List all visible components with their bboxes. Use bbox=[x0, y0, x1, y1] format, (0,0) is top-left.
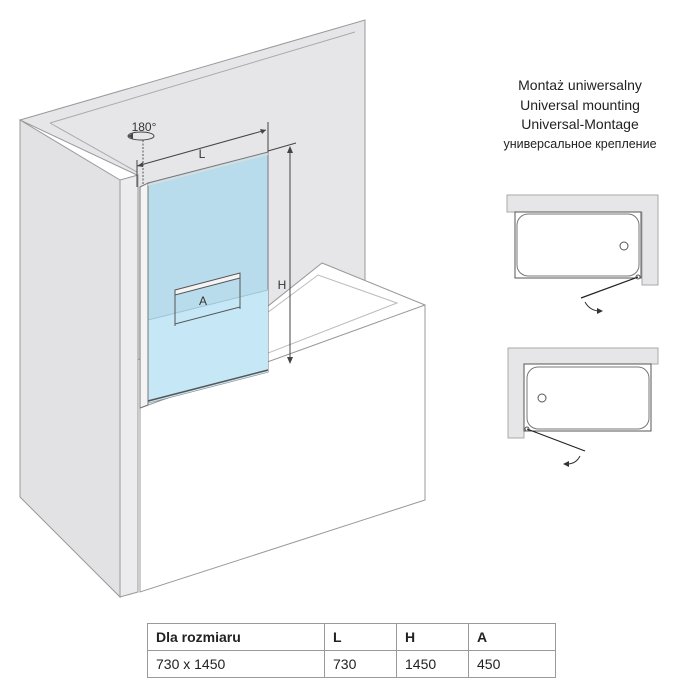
arrow-icon bbox=[563, 461, 569, 467]
tub-front bbox=[139, 304, 426, 593]
mounting-title-en: Universal mounting bbox=[520, 96, 640, 113]
table-header-row: Dla rozmiaru L H A bbox=[147, 623, 556, 651]
glass-top-edge bbox=[147, 153, 269, 186]
side-wall-face bbox=[19, 119, 121, 599]
plan-view-left-mount bbox=[507, 347, 659, 467]
wall-profile bbox=[139, 182, 149, 409]
width-dimension-line bbox=[136, 129, 267, 167]
side-wall-front bbox=[119, 174, 139, 598]
header-a: A bbox=[468, 623, 556, 651]
glass-panel-lower bbox=[148, 290, 268, 403]
mounting-title: Montaż uniwersalny Universal mounting Un… bbox=[470, 76, 690, 154]
table-row: 730 x 1450 730 1450 450 bbox=[147, 650, 556, 678]
arrow-icon bbox=[137, 162, 143, 167]
header-l: L bbox=[324, 623, 397, 651]
arrow-icon bbox=[287, 146, 293, 153]
rotation-label: 180° bbox=[132, 120, 157, 134]
width-label: L bbox=[199, 147, 206, 161]
wall-top-edge bbox=[49, 122, 138, 173]
mounting-title-de: Universal-Montage bbox=[521, 116, 639, 132]
header-h: H bbox=[396, 623, 469, 651]
wall-top-inner-edge bbox=[49, 31, 356, 124]
cell-l: 730 bbox=[324, 650, 397, 678]
arrow-icon bbox=[597, 308, 603, 314]
mounting-title-ru: универсальное крепление bbox=[503, 136, 657, 151]
header-size: Dla rozmiaru bbox=[147, 623, 325, 651]
plan-view-right-mount bbox=[506, 194, 659, 314]
handle-width-label: A bbox=[199, 294, 207, 308]
arrow-icon bbox=[128, 133, 133, 139]
height-label: H bbox=[278, 278, 287, 292]
mounting-title-pl: Montaż uniwersalny bbox=[518, 77, 642, 93]
cell-a: 450 bbox=[468, 650, 556, 678]
dimensions-table: Dla rozmiaru L H A 730 x 1450 730 1450 4… bbox=[147, 623, 556, 678]
cell-h: 1450 bbox=[396, 650, 469, 678]
arrow-icon bbox=[287, 357, 293, 364]
arrow-icon bbox=[260, 129, 266, 134]
height-dim-tick-top bbox=[267, 142, 297, 152]
tub-rim-through-glass bbox=[147, 289, 269, 321]
glass-bottom-edge bbox=[147, 369, 269, 402]
cell-size: 730 x 1450 bbox=[147, 650, 325, 678]
